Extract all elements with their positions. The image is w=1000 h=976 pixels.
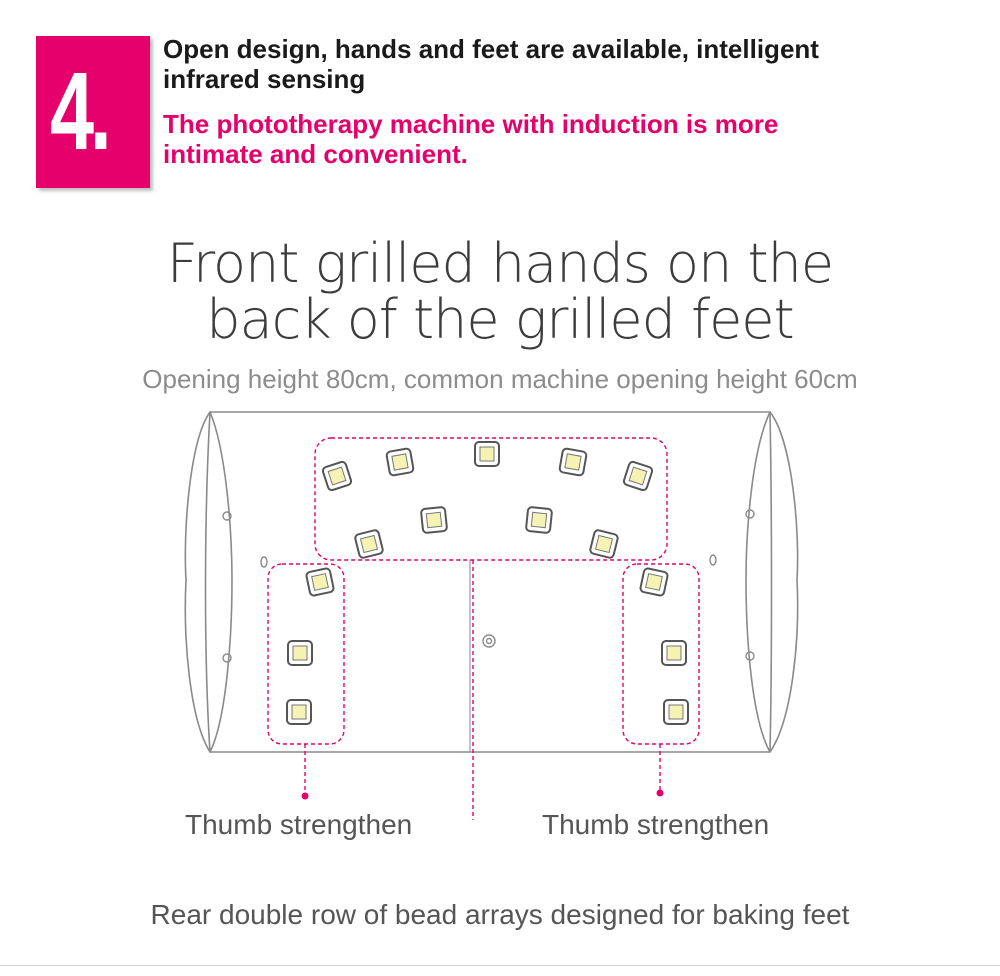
- led-zones: [267, 437, 700, 820]
- led-beads: [286, 441, 689, 725]
- section-title: Front grilled hands on the back of the g…: [0, 236, 1000, 348]
- feature-heading-line-2: infrared sensing: [163, 64, 366, 94]
- led-bead: [305, 567, 335, 597]
- section-title-line-2: back of the grilled feet: [206, 288, 794, 351]
- led-bead: [420, 506, 448, 534]
- section-title-line-1: Front grilled hands on the: [166, 232, 834, 295]
- feature-subheading: The phototherapy machine with induction …: [163, 109, 963, 169]
- led-bead: [639, 567, 669, 597]
- screw-hole: [745, 509, 755, 519]
- led-bead: [663, 699, 689, 725]
- screw-hole: [745, 651, 755, 661]
- feature-subheading-line-2: intimate and convenient.: [163, 139, 468, 169]
- right-thumb-label: Thumb strengthen: [542, 809, 770, 840]
- sensor-hole: [482, 634, 496, 648]
- left-thumb-dot: [301, 792, 309, 800]
- screw-holes: [222, 509, 755, 663]
- led-bead: [287, 640, 313, 666]
- right-thumb-zone: [622, 563, 700, 745]
- screw-hole: [222, 653, 232, 663]
- rear-bead-label: Rear double row of bead arrays designed …: [150, 899, 850, 930]
- bottom-divider: [0, 965, 1000, 966]
- step-number-badge: 4.: [36, 36, 150, 188]
- feature-heading-line-1: Open design, hands and feet are availabl…: [163, 34, 819, 64]
- feature-heading: Open design, hands and feet are availabl…: [163, 34, 963, 94]
- left-thumb-zone: [267, 563, 345, 745]
- led-bead: [354, 529, 384, 559]
- led-bead: [525, 506, 553, 534]
- led-bead: [286, 699, 312, 725]
- left-thumb-label: Thumb strengthen: [185, 809, 413, 840]
- led-bead: [385, 447, 415, 477]
- rear-led-zone: [314, 437, 668, 561]
- sensor-hole: [485, 637, 493, 645]
- slot-hole: [709, 554, 717, 566]
- led-bead: [622, 460, 654, 492]
- pointer-dots: [301, 789, 664, 800]
- screw-hole: [222, 511, 232, 521]
- lamp-outline: [184, 411, 799, 753]
- led-bead: [661, 640, 687, 666]
- led-bead: [474, 441, 500, 467]
- slot-hole: [260, 556, 268, 568]
- feature-subheading-line-1: The phototherapy machine with induction …: [163, 109, 779, 139]
- led-bead: [589, 529, 619, 559]
- led-bead: [321, 460, 353, 492]
- step-number: 4.: [50, 50, 112, 173]
- led-bead: [558, 447, 588, 477]
- lamp-diagram: [184, 411, 799, 820]
- opening-height-note: Opening height 80cm, common machine open…: [142, 364, 858, 394]
- right-thumb-dot: [656, 789, 664, 797]
